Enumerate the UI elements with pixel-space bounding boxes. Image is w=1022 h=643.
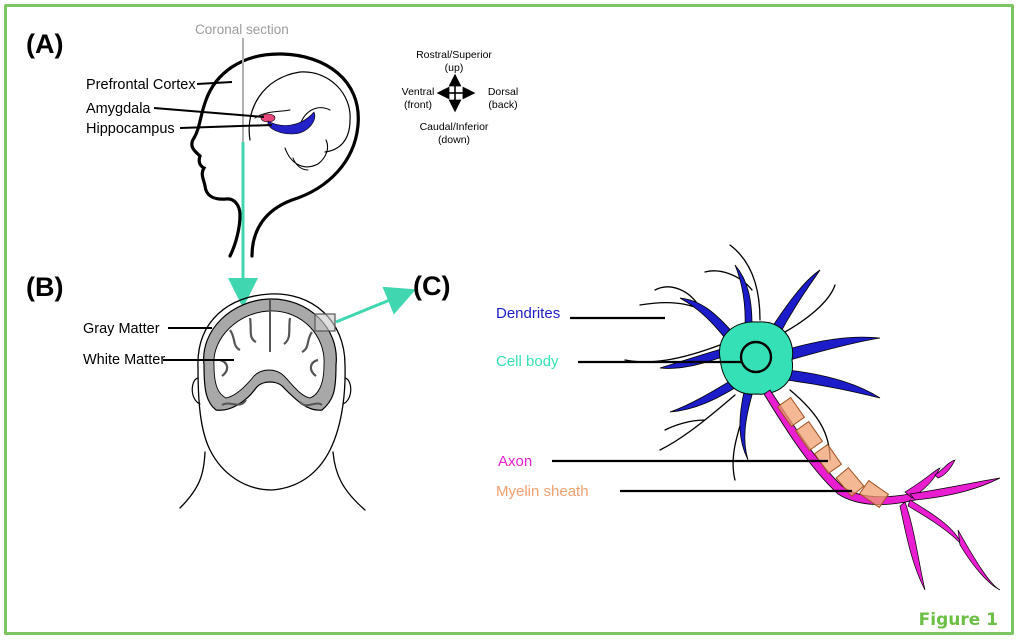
hippocampus-leader [180, 125, 272, 128]
zoom-box [315, 314, 335, 331]
zoom-arrow [336, 295, 402, 322]
figure-label: Figure 1 [919, 610, 998, 630]
nucleus-shape [741, 342, 771, 372]
coronal-section-label: Coronal section [195, 22, 289, 37]
compass-left-label: Ventral [402, 86, 435, 98]
orientation-compass [443, 80, 469, 106]
compass-down-label: Caudal/Inferior [420, 121, 489, 133]
prefrontal-cortex-label: Prefrontal Cortex [86, 77, 196, 93]
compass-left-sublabel: (front) [404, 99, 432, 111]
hippocampus-label: Hippocampus [86, 121, 175, 137]
panel-label-a: (A) [26, 29, 63, 59]
compass-right-label: Dorsal [488, 86, 518, 98]
cell-body-label: Cell body [496, 353, 559, 370]
amygdala-leader [154, 108, 264, 117]
neuron-illustration [625, 245, 1000, 590]
dendrites-label: Dendrites [496, 305, 560, 322]
gray-matter-label: Gray Matter [83, 321, 160, 337]
hippocampus-shape [268, 112, 315, 134]
prefrontal-cortex-leader [197, 82, 232, 84]
axon-label: Axon [498, 453, 532, 470]
head-profile-illustration [192, 54, 358, 256]
amygdala-label: Amygdala [86, 101, 151, 117]
compass-down-sublabel: (down) [438, 134, 470, 146]
panel-label-c: (C) [413, 271, 450, 301]
compass-up-label: Rostral/Superior [416, 49, 492, 61]
panel-label-b: (B) [26, 272, 63, 302]
white-matter-label: White Matter [83, 352, 165, 368]
compass-up-sublabel: (up) [445, 62, 464, 74]
myelin-sheath-label: Myelin sheath [496, 483, 589, 500]
compass-right-sublabel: (back) [488, 99, 517, 111]
